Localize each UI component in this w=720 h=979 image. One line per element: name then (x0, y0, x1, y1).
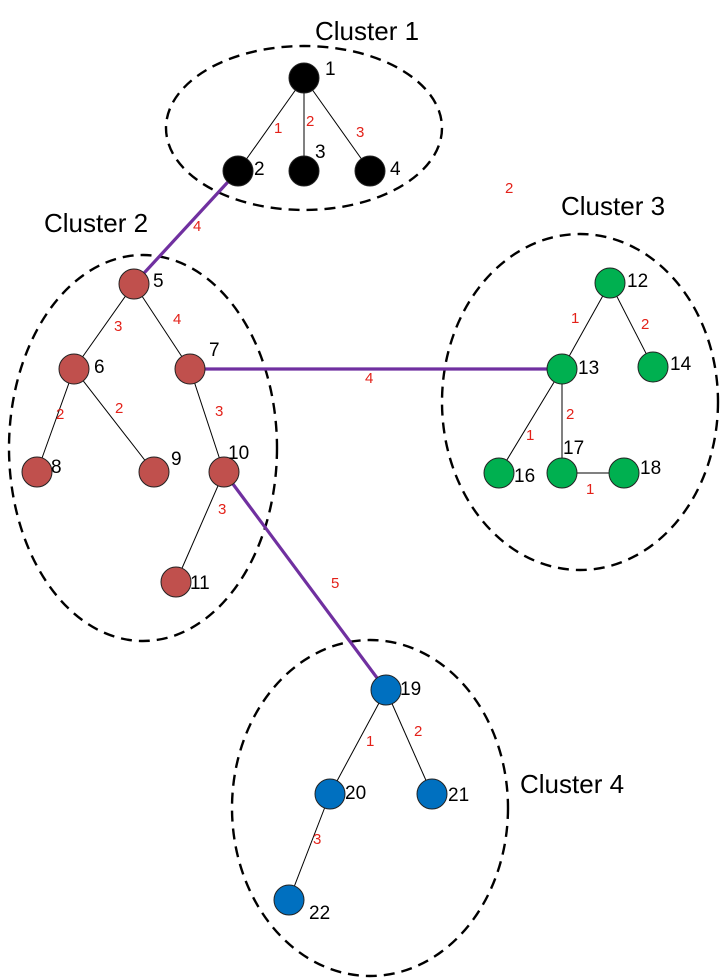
node-label-17: 17 (563, 438, 584, 459)
node-label-2: 2 (254, 159, 265, 180)
edge-weight-7-13: 4 (365, 370, 373, 387)
node-17 (546, 457, 578, 489)
node-label-20: 20 (345, 783, 366, 804)
node-21 (416, 778, 448, 810)
edge-weight-10-11: 3 (218, 501, 226, 518)
stray-weight-label: 2 (505, 180, 513, 197)
edge-12-14 (609, 282, 654, 368)
edge-weight-5-7: 4 (173, 311, 181, 328)
cluster-2-boundary (7, 253, 279, 643)
node-label-7: 7 (209, 340, 220, 361)
node-label-14: 14 (670, 354, 692, 375)
node-10 (208, 456, 240, 488)
node-7 (174, 353, 206, 385)
edge-weight-7-10: 3 (215, 403, 223, 420)
node-label-13: 13 (578, 358, 599, 379)
node-9 (138, 456, 170, 488)
node-8 (21, 456, 53, 488)
cluster-2-title: Cluster 2 (44, 208, 148, 238)
node-label-22: 22 (309, 903, 330, 924)
edge-13-16 (498, 368, 563, 474)
cluster-1-boundary (164, 44, 444, 212)
node-11 (160, 566, 192, 598)
node-label-19: 19 (400, 679, 421, 700)
edge-weight-13-16: 1 (526, 427, 534, 444)
edge-7-10 (189, 368, 225, 473)
node-3 (288, 155, 320, 187)
node-label-11: 11 (190, 573, 210, 594)
edge-12-13 (561, 282, 611, 370)
edge-1-2 (237, 77, 305, 172)
node-label-1: 1 (325, 59, 336, 80)
cluster-4-boundary (230, 638, 510, 978)
edge-10-19 (222, 471, 388, 691)
edge-weight-6-8: 2 (56, 406, 64, 423)
edge-5-7 (133, 283, 191, 370)
edge-weight-19-21: 2 (414, 723, 422, 740)
node-20 (314, 778, 346, 810)
edge-weight-12-13: 1 (571, 310, 579, 327)
node-label-21: 21 (448, 785, 469, 806)
edge-weight-20-22: 3 (313, 831, 321, 848)
edge-weight-12-14: 2 (641, 316, 649, 333)
node-6 (58, 353, 90, 385)
edge-6-8 (36, 368, 75, 473)
edge-6-9 (73, 368, 155, 473)
edge-weight-1-3: 2 (306, 113, 314, 130)
node-13 (546, 353, 578, 385)
node-18 (608, 457, 640, 489)
node-16 (483, 457, 515, 489)
node-label-9: 9 (171, 449, 182, 470)
edge-weight-1-4: 3 (356, 124, 364, 141)
edge-5-6 (73, 283, 135, 370)
edge-weight-17-18: 1 (586, 481, 594, 498)
node-label-10: 10 (228, 443, 249, 464)
node-4 (354, 155, 386, 187)
edge-weight-1-2: 1 (274, 120, 282, 137)
node-12 (594, 267, 626, 299)
edge-weight-13-17: 2 (566, 406, 574, 423)
node-19 (370, 674, 402, 706)
edge-2-5 (132, 169, 240, 286)
edge-weight-6-9: 2 (115, 400, 123, 417)
edge-19-20 (329, 689, 387, 795)
edge-20-22 (288, 793, 331, 901)
node-14 (637, 351, 669, 383)
node-label-8: 8 (51, 457, 62, 478)
node-22 (273, 884, 305, 916)
node-label-12: 12 (627, 271, 648, 292)
node-label-5: 5 (153, 271, 164, 292)
edge-weight-5-6: 3 (114, 318, 122, 335)
node-label-16: 16 (514, 466, 535, 487)
node-label-3: 3 (315, 142, 326, 163)
cluster-4-title: Cluster 4 (520, 769, 624, 799)
cluster-1-title: Cluster 1 (315, 16, 419, 46)
node-label-6: 6 (94, 357, 105, 378)
edge-weight-19-20: 1 (366, 733, 374, 750)
node-1 (288, 62, 320, 94)
edge-1-4 (303, 77, 371, 172)
cluster-3-title: Cluster 3 (561, 191, 665, 221)
edge-weight-10-19: 5 (331, 575, 339, 592)
node-label-18: 18 (640, 458, 661, 479)
edge-weight-2-5: 4 (193, 218, 201, 235)
edge-19-21 (385, 689, 433, 795)
edge-10-11 (175, 471, 225, 583)
node-5 (118, 268, 150, 300)
node-2 (222, 155, 254, 187)
cluster-3-boundary (440, 232, 720, 572)
node-label-4: 4 (390, 159, 401, 180)
